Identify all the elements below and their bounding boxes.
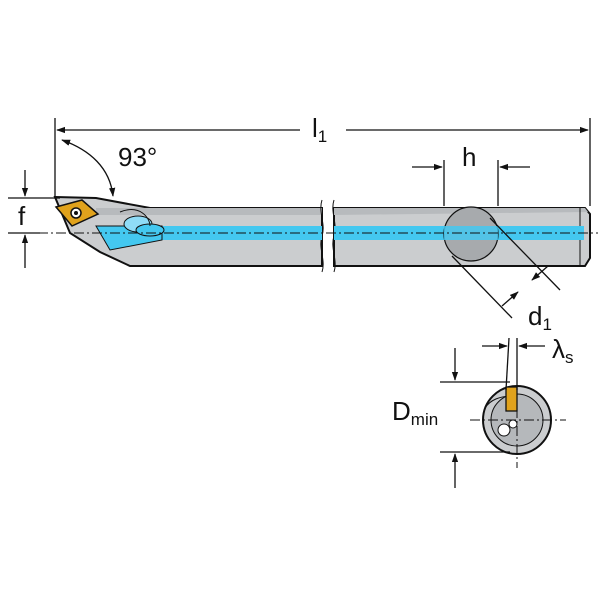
dim-f-label: f bbox=[18, 201, 26, 231]
dim-l1-label: l1 bbox=[312, 113, 327, 146]
dimension-l1: l1 bbox=[54, 113, 591, 206]
end-view-insert bbox=[505, 386, 518, 412]
angle-label: 93° bbox=[118, 142, 157, 172]
dim-lambda-label: λs bbox=[552, 334, 574, 367]
cutting-insert bbox=[54, 199, 100, 227]
dim-h-label: h bbox=[462, 142, 476, 172]
dimension-h: h bbox=[412, 142, 530, 206]
dimension-f: f bbox=[8, 170, 60, 268]
dimension-d1: d1 bbox=[451, 217, 561, 334]
dimension-angle: 93° bbox=[61, 139, 157, 197]
dim-d1-label: d1 bbox=[528, 301, 552, 334]
dim-dmin-label: Dmin bbox=[392, 396, 438, 429]
end-view bbox=[470, 372, 566, 468]
section-marker bbox=[443, 206, 499, 262]
dimension-lambda: λs bbox=[482, 334, 574, 391]
dimension-dmin: Dmin bbox=[392, 348, 510, 488]
